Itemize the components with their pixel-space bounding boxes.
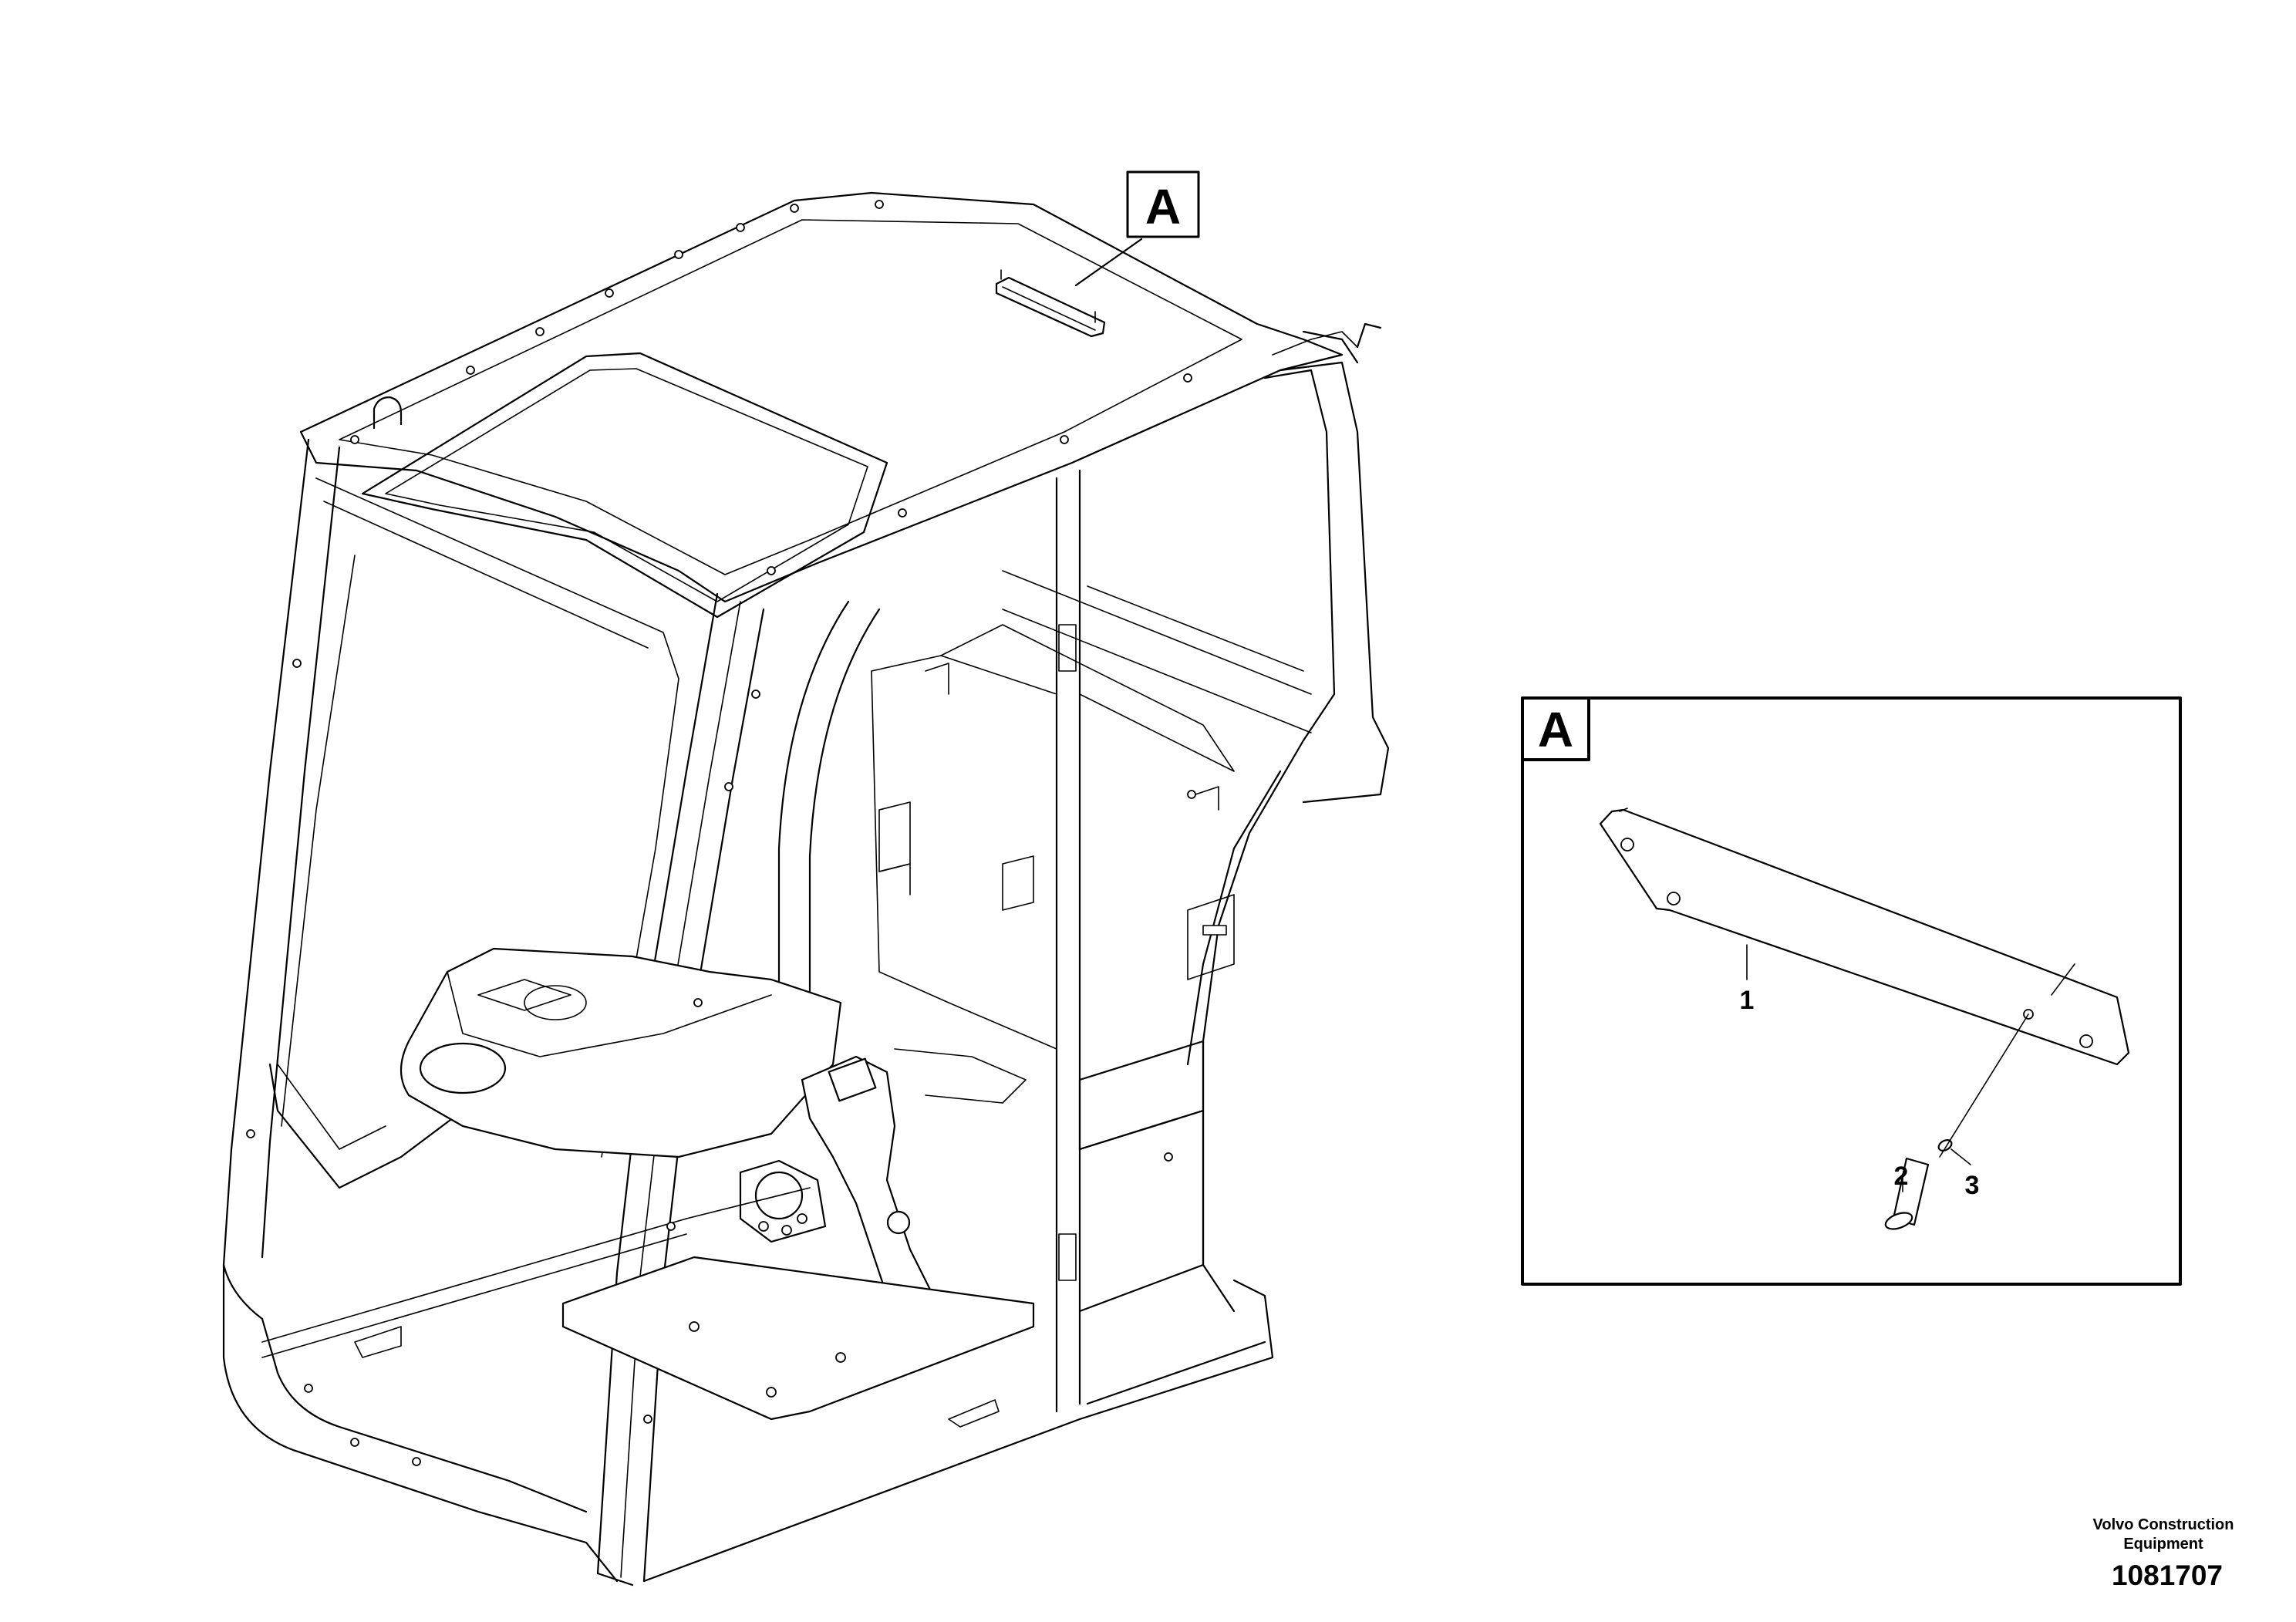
part-1-cover-plate	[1599, 808, 2130, 1066]
brand-line-2: Equipment	[2123, 1536, 2203, 1553]
callout-2: 2	[1894, 1162, 1909, 1191]
detail-a-panel: A 1 2 3	[1521, 696, 2182, 1286]
drawing-number: 1081707	[2112, 1560, 2223, 1591]
roof-eye-handle	[373, 396, 403, 430]
view-a-leader	[1074, 238, 1143, 287]
operator-console-left	[400, 947, 842, 1158]
view-a-label-box	[1126, 170, 1200, 238]
cab-roof	[299, 191, 1344, 603]
roof-rim	[339, 219, 1242, 575]
roof-window	[361, 352, 888, 619]
rear-right-frame	[1279, 361, 1390, 804]
cab-assembly	[222, 191, 1390, 1587]
view-a-label: A	[1126, 170, 1200, 238]
roof-cover-plate	[995, 269, 1106, 338]
callout-1: 1	[1740, 986, 1755, 1015]
part-2-bolt	[1884, 1157, 1930, 1230]
cab-base-front	[222, 1263, 619, 1583]
assembly-guide-line	[1939, 1013, 2029, 1158]
view-a-label-text: A	[1145, 179, 1181, 234]
cab-base-right	[642, 1279, 1274, 1583]
footer: Volvo Construction Equipment 1081707	[2093, 1516, 2234, 1591]
roof-bolts	[350, 200, 1192, 575]
floor-pedal-assembly	[739, 1159, 827, 1243]
callout-3: 3	[1965, 1171, 1980, 1200]
callout-3-leader	[1950, 1148, 1971, 1165]
right-rear-handle	[1302, 322, 1382, 364]
brand-line-1: Volvo Construction	[2093, 1516, 2234, 1533]
detail-a-label-text: A	[1538, 702, 1573, 757]
detail-a-label-box	[1521, 696, 1590, 761]
left-console-bracket	[268, 1063, 464, 1189]
rear-wall-panel	[871, 655, 1057, 1050]
left-side-window	[315, 477, 679, 1158]
roof-window-inner	[385, 368, 868, 602]
frame-bolts	[246, 659, 1196, 1424]
front-left-pillar	[222, 438, 310, 1320]
rear-wall-brackets	[878, 663, 1235, 980]
rear-left-pillar	[777, 600, 850, 1004]
floor-plate	[561, 1256, 1035, 1421]
rear-cross-member	[1078, 1040, 1205, 1151]
